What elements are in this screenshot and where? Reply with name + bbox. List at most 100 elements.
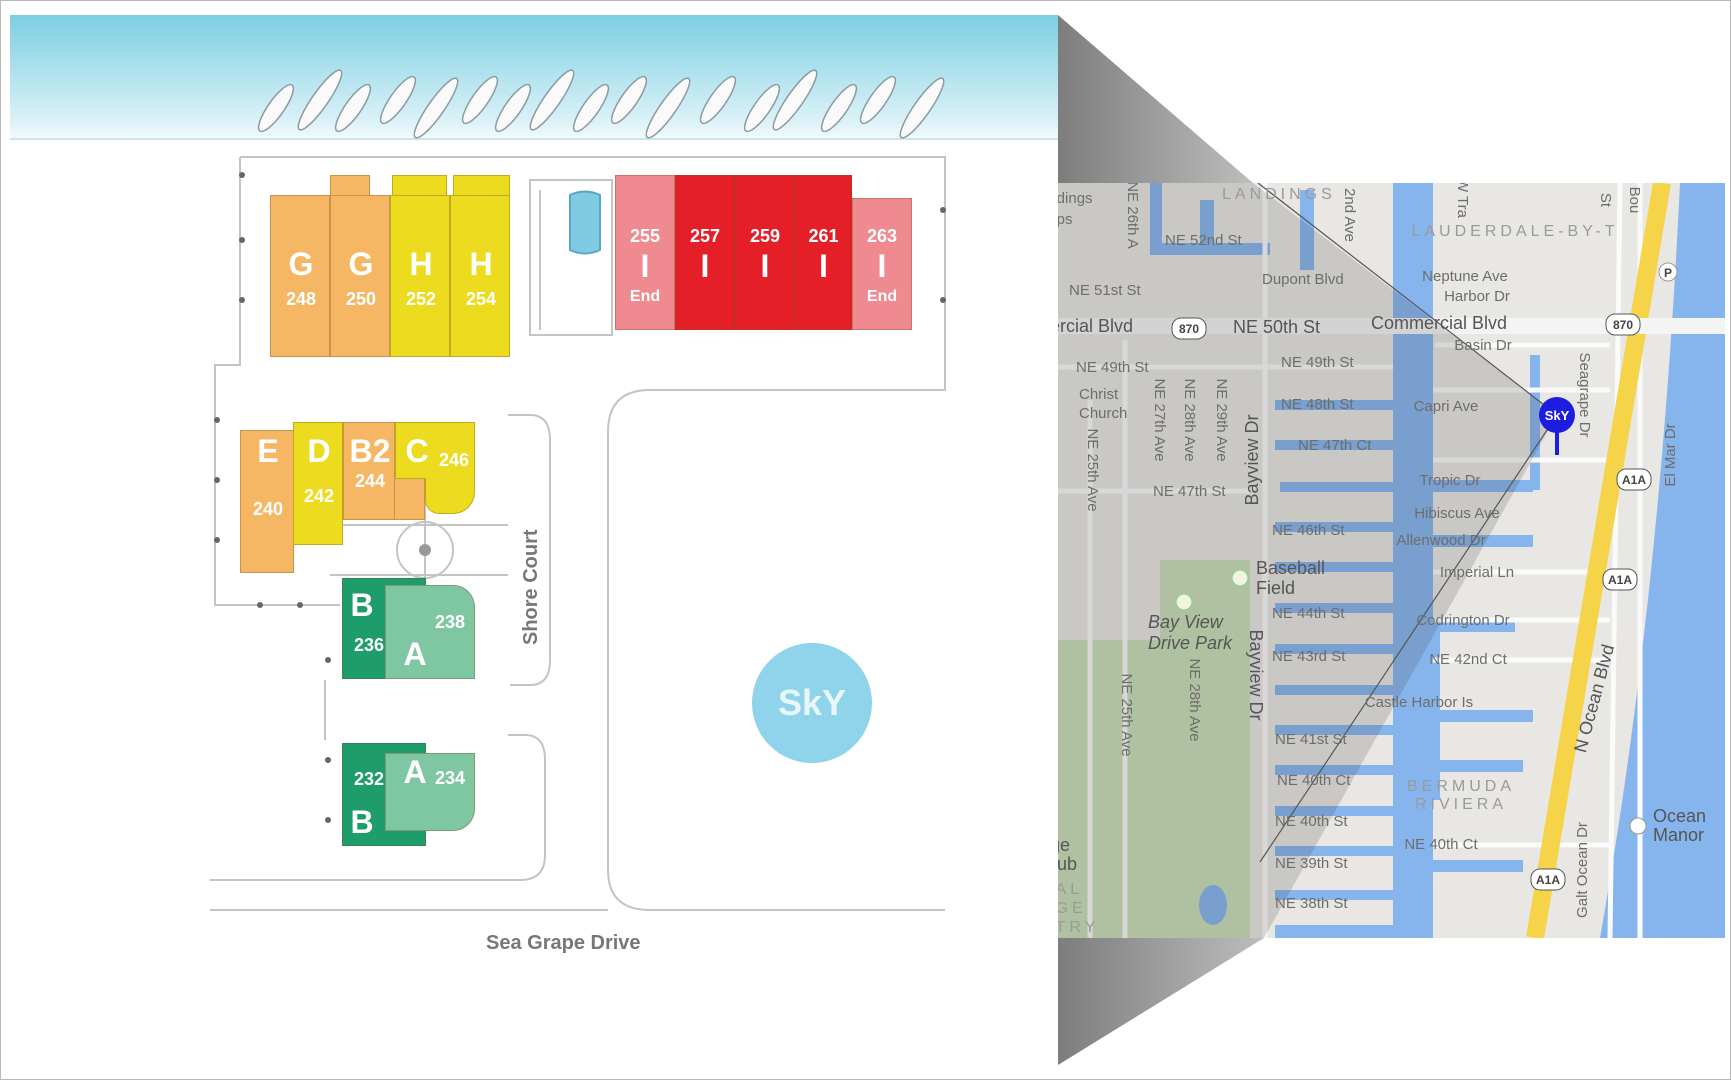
boat-icon (699, 75, 737, 125)
map-label: Imperial Ln (1440, 564, 1514, 581)
boat-icon (899, 77, 945, 139)
unit-type: I (819, 248, 828, 284)
map-label: NE 43rd St (1272, 648, 1346, 665)
map-label: Capri Ave (1414, 398, 1479, 415)
map-label: Tropic Dr (1419, 472, 1480, 489)
map-label: NE 49th St (1281, 354, 1354, 371)
fountain-center (419, 544, 431, 556)
sky-map-pin[interactable]: SkY (1539, 397, 1575, 455)
boat-icon (257, 83, 295, 133)
map-label: NE 52nd St (1165, 232, 1243, 249)
unit-number: 246 (438, 450, 470, 470)
map-label: Church (1079, 405, 1127, 422)
map-label: nercial Blvd (1040, 316, 1133, 336)
pin-label: SkY (1545, 408, 1570, 423)
sea-grape-drive-label: Sea Grape Drive (486, 932, 641, 954)
map-street-label: NE 29th Ave (1213, 378, 1230, 461)
map-label: Basin Dr (1454, 337, 1512, 354)
route-shield-label: A1A (1608, 573, 1632, 587)
boat-icon (413, 77, 459, 139)
unit-number: 232 (353, 769, 385, 789)
unit-type: G (288, 246, 314, 282)
unit-number: 240 (252, 499, 284, 519)
map-label: Club (1040, 854, 1077, 874)
map-label: NE 46th St (1272, 522, 1345, 539)
boat-icon (379, 75, 417, 125)
boat-icon (610, 75, 648, 125)
unit-type: H (469, 246, 493, 282)
unit-type: B (350, 587, 374, 623)
boat-row (257, 69, 945, 139)
route-shield-icon (1602, 568, 1638, 591)
map-label: Field (1256, 578, 1295, 598)
unit-246[interactable]: C 246 (395, 422, 475, 479)
map-street-label: NE 27th Ave (1151, 378, 1168, 461)
unit-254[interactable]: H 254 (450, 195, 510, 357)
parking-icon (1658, 262, 1678, 282)
map-label: NE 47th St (1153, 483, 1226, 500)
map-label: NE 44th St (1272, 605, 1345, 622)
sky-marker[interactable]: SkY (752, 643, 872, 763)
walkway (529, 179, 613, 336)
boat-icon (494, 83, 532, 133)
map-label: NE 41st St (1275, 731, 1348, 748)
map-label: Hibiscus Ave (1414, 505, 1500, 522)
unit-note: End (629, 288, 661, 305)
unit-type: B2 (349, 433, 391, 469)
map-street-label: NE 28th Ave (1186, 658, 1203, 741)
map-label: Ocean (1653, 806, 1706, 826)
unit-number: 259 (749, 226, 781, 246)
unit-number: 234 (434, 768, 466, 788)
map-street-label: Bayview Dr (1246, 629, 1266, 720)
map-street-label: El Mar Dr (1662, 423, 1679, 486)
map-street-label: Galt Ocean Dr (1574, 822, 1591, 918)
map-label: LANDINGS (1222, 186, 1336, 203)
map-street-label: 2nd Ave (1341, 188, 1358, 242)
boat-icon (743, 83, 781, 133)
boat-icon (334, 83, 372, 133)
map-label: NE 39th St (1275, 855, 1348, 872)
map-label: NE 40th Ct (1277, 772, 1351, 789)
unit-number: 244 (354, 471, 386, 491)
highway-a1a (1526, 183, 1671, 938)
map-label: Harbor Dr (1444, 288, 1510, 305)
unit-number: 257 (689, 226, 721, 246)
map-label: Commercial Blvd (1371, 313, 1507, 333)
boat-icon (820, 83, 858, 133)
map-label: Christ (1079, 386, 1119, 403)
boat-icon (645, 77, 691, 139)
shore-court-edge (508, 414, 551, 686)
boat-icon (297, 69, 343, 131)
route-shield-icon (1616, 468, 1652, 491)
shore-court-lower (210, 734, 546, 881)
map-street-label: St (1597, 193, 1614, 208)
map-label: LAUDERDALE-BY-T (1411, 223, 1618, 240)
unit-type: C (405, 433, 429, 469)
map-street-label: NE 25th Ave (1084, 428, 1101, 511)
unit-type: I (760, 248, 770, 284)
projection-shade (1058, 183, 1557, 938)
poi-icon (1231, 569, 1249, 587)
map-street-label: Seagrape Dr (1576, 352, 1593, 437)
map-label: Manor (1653, 825, 1704, 845)
route-shield-label: A1A (1622, 473, 1646, 487)
map-label: NE 40th St (1275, 813, 1348, 830)
map-label: Neptune Ave (1422, 268, 1508, 285)
parking-label: P (1664, 266, 1672, 280)
unit-number: 254 (465, 289, 497, 309)
